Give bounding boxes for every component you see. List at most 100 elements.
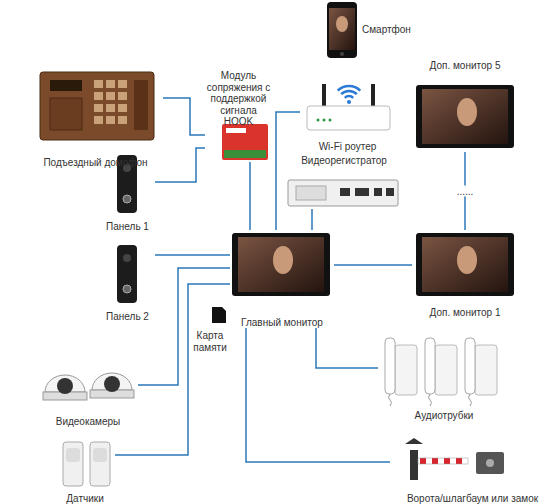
entrance-intercom: [106, 80, 115, 88]
device-label: Датчики: [55, 493, 115, 504]
call-panel: [123, 195, 131, 203]
cable-line: [334, 265, 412, 266]
cable-line: [276, 112, 300, 230]
router-icon: [347, 100, 351, 104]
call-panel: [117, 245, 137, 303]
device-label: Ворота/шлагбаум или замок: [390, 493, 555, 504]
motion-sensor: [90, 442, 110, 486]
dome-camera: [43, 373, 134, 400]
entrance-intercom: [118, 104, 127, 112]
cable-line: [246, 328, 390, 462]
motion-sensor: [66, 448, 80, 462]
entrance-intercom: [94, 92, 103, 100]
cable-line: [163, 98, 205, 135]
video-recorder: [355, 188, 369, 196]
entrance-intercom: [50, 98, 82, 130]
entrance-intercom: [50, 80, 82, 91]
device-label: Карта памяти: [192, 330, 228, 353]
smartphone-icon: [336, 16, 348, 32]
entrance-intercom: [94, 116, 103, 124]
audio-handset: [469, 394, 472, 406]
audio-handset: [385, 338, 395, 394]
monitor-icon: [416, 85, 514, 148]
router-icon: [338, 86, 361, 91]
interface-module: [224, 150, 266, 158]
cable-line: [246, 328, 390, 462]
router-icon: [323, 119, 326, 122]
call-panel: [123, 285, 131, 293]
router-icon: [317, 119, 320, 122]
cable-line: [138, 268, 230, 385]
gate-barrier-lock: [410, 450, 418, 480]
router-icon: [341, 91, 357, 94]
device-label: Модуль сопряжения с поддержкой сигнала H…: [205, 70, 272, 128]
interface-module: [226, 128, 246, 133]
monitor-icon: [232, 233, 330, 296]
cable-line: [155, 254, 230, 256]
gate-barrier-lock: [405, 438, 423, 444]
monitor-icon: [416, 233, 514, 296]
gate-barrier-lock: [418, 458, 468, 464]
cable-line: [155, 148, 205, 182]
device-label: Панель 2: [100, 311, 155, 323]
audio-handset: [429, 394, 432, 406]
entrance-intercom: [40, 72, 154, 140]
call-panel: [123, 254, 131, 262]
entrance-intercom: [40, 72, 154, 140]
device-node: Видеорегистратор: [285, 155, 403, 209]
memory-card: [212, 307, 226, 323]
router-icon: [329, 119, 332, 122]
cable-line: [276, 112, 300, 230]
device-label: Главный монитор: [230, 317, 334, 329]
monitor-icon: [232, 233, 330, 296]
device-label: Аудиотрубки: [378, 410, 510, 422]
cable-line: [334, 264, 412, 266]
cable-line: [316, 328, 378, 368]
router-icon: [371, 84, 375, 108]
router-icon: [345, 96, 353, 98]
router-icon: [307, 84, 390, 130]
cable-line: [249, 162, 251, 230]
router-icon: [322, 84, 326, 108]
monitor-icon: [238, 237, 324, 292]
device-label: Wi-Fi роутер: [300, 141, 395, 153]
device-node: Wi-Fi роутер: [300, 78, 395, 152]
device-node: Аудиотрубки: [378, 333, 510, 421]
edge-label: ......: [455, 186, 476, 197]
entrance-intercom: [106, 116, 115, 124]
entrance-intercom: [106, 92, 115, 100]
smartphone-icon: [327, 2, 357, 58]
dome-camera: [104, 376, 120, 392]
entrance-intercom: [118, 92, 127, 100]
interface-module: [222, 124, 268, 160]
monitor-icon: [422, 237, 508, 292]
motion-sensor: [93, 448, 107, 462]
entrance-intercom: [118, 80, 127, 88]
video-recorder: [386, 188, 394, 196]
gate-barrier-lock: [476, 452, 504, 474]
interface-module: [222, 124, 268, 160]
gate-barrier-lock: [405, 438, 504, 480]
entrance-intercom: [94, 80, 127, 124]
device-label: Смартфон: [362, 24, 411, 36]
audio-handset: [435, 345, 457, 395]
dome-camera: [57, 378, 73, 394]
device-node: Смартфон: [322, 0, 422, 62]
cable-line: [250, 162, 251, 230]
call-panel: [117, 245, 137, 303]
entrance-intercom: [94, 104, 103, 112]
audio-handset: [465, 338, 475, 394]
device-label: Видеокамеры: [38, 416, 138, 428]
entrance-intercom: [94, 80, 103, 88]
audio-handset: [475, 345, 497, 395]
device-node: Подъездный домофон: [28, 68, 163, 168]
device-node: Панель 1: [100, 152, 155, 232]
smartphone-icon: [340, 52, 344, 56]
video-recorder: [288, 180, 398, 206]
video-recorder: [374, 188, 382, 196]
video-recorder: [340, 188, 350, 196]
cable-line: [163, 98, 205, 135]
device-node: Ворота/шлагбаум или замок: [390, 436, 555, 504]
